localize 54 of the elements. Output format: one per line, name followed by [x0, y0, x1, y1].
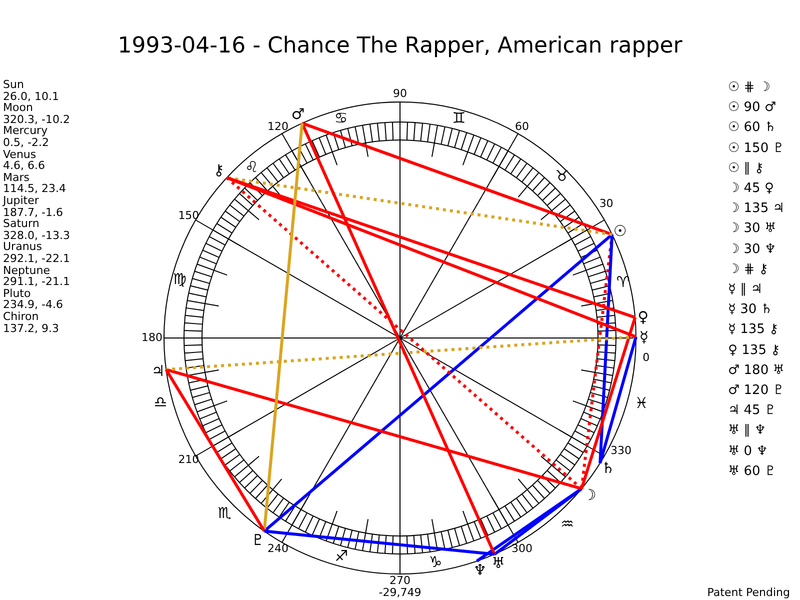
aspect-entry: ♅ 0 ♆ — [728, 442, 768, 460]
aspect-entry: ☉ 90 ♂ — [728, 99, 776, 116]
planet-symbol: ♀ — [635, 308, 652, 326]
planet-name: Moon — [3, 102, 33, 114]
planet-name: Venus — [3, 148, 36, 161]
aspect-entry: ☽ 30 ♆ — [728, 240, 776, 258]
position-values: 292.1, -22.1 — [3, 253, 70, 265]
planet-symbol: ☿ — [636, 328, 652, 346]
aspect-entry: ☽ 135 ♃ — [728, 200, 784, 218]
aspect-entry: ☽ ⋕ ⚷ — [728, 260, 768, 278]
aspect-entry: ☉ ⋕ ☽ — [728, 79, 770, 96]
aspect-entry: ♂ 180 ♅ — [728, 362, 784, 379]
aspect-entry: ☽ 45 ♀ — [728, 180, 774, 197]
planet-name: Mars — [3, 172, 30, 184]
planet-name: Sun — [3, 79, 24, 91]
chart-number: -29,749 — [378, 587, 422, 599]
position-values: 187.7, -1.6 — [3, 206, 63, 219]
aspect-entry: ♀ 135 ⚷ — [728, 342, 780, 359]
chart-title: 1993-04-16 - Chance The Rapper, American rapper — [118, 34, 682, 58]
planet-name: Saturn — [3, 218, 40, 230]
planet-name: Neptune — [3, 264, 50, 277]
position-values: 4.6, 6.6 — [3, 160, 45, 172]
aspect-entry: ☉ ∥ ⚷ — [728, 160, 764, 177]
zodiac-sign: ♓ — [634, 394, 648, 412]
position-values: 0.5, -2.2 — [3, 137, 49, 149]
aspect-entry: ☉ 60 ♄ — [728, 119, 776, 136]
planet-name: Pluto — [3, 288, 31, 300]
aspect-entry: ♃ 45 ♇ — [728, 402, 776, 420]
aspect-entry: ☽ 30 ♅ — [728, 220, 776, 238]
position-values: 328.0, -13.3 — [3, 230, 70, 242]
degree-label: 0 — [642, 352, 650, 364]
aspect-entry: ♂ 120 ♇ — [728, 382, 784, 399]
position-values: 114.5, 23.4 — [3, 183, 66, 196]
planet-symbol: ♃ — [150, 362, 166, 380]
aspect-entry: ♅ ∥ ♆ — [728, 422, 766, 440]
position-values: 320.3, -10.2 — [3, 114, 70, 126]
planet-name: Mercury — [3, 125, 48, 138]
aspect-entry: ☿ 135 ⚷ — [728, 321, 779, 338]
zodiac-sign: ♎ — [154, 393, 168, 412]
position-values: 234.9, -4.6 — [3, 299, 63, 312]
aspect-entry: ☿ 30 ♄ — [728, 301, 772, 318]
position-values: 26.0, 10.1 — [3, 90, 59, 103]
planet-name: Chiron — [3, 311, 39, 323]
planet-name: Uranus — [3, 241, 42, 254]
aspect-entry: ☿ ∥ ♃ — [728, 281, 762, 298]
notice-text: Patent Pending — [707, 587, 790, 599]
position-values: 137.2, 9.3 — [3, 322, 59, 335]
aspect-entry: ☉ 150 ♇ — [728, 140, 784, 157]
degree-label: 180 — [142, 332, 162, 344]
aspect-entry: ♅ 60 ♇ — [728, 462, 776, 480]
degree-label: 270 — [390, 575, 410, 587]
planet-name: Jupiter — [3, 195, 39, 207]
degree-label: 90 — [393, 88, 407, 100]
position-values: 291.1, -21.1 — [3, 276, 70, 288]
